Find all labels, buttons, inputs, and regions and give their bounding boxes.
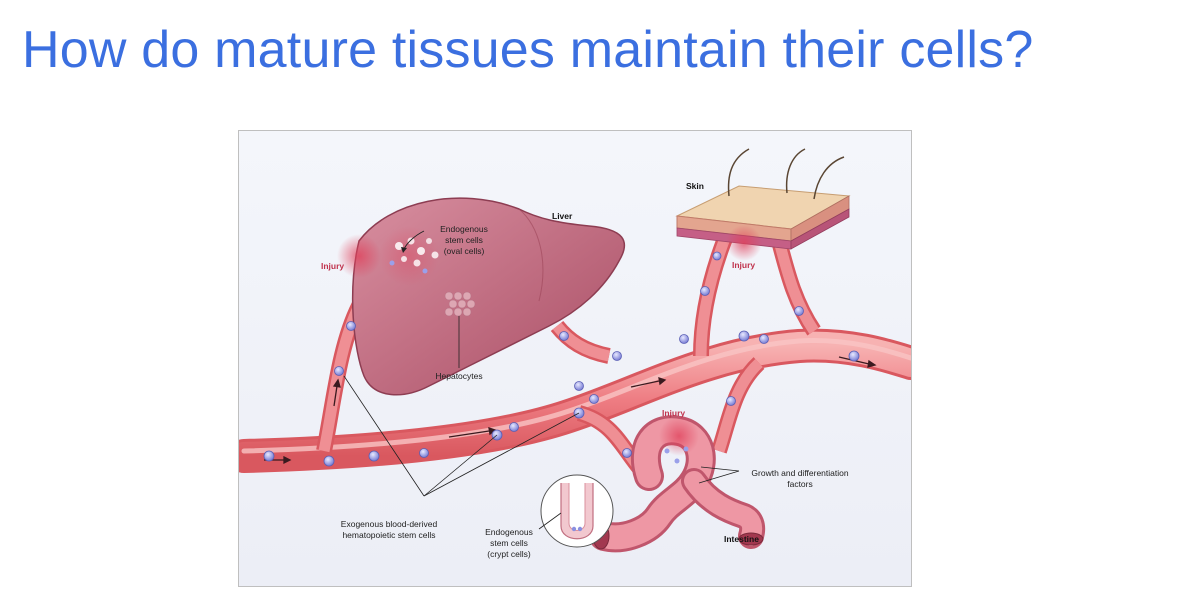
- label-intestine: Intestine: [724, 534, 759, 544]
- label-growth-line1: Growth and differentiation: [751, 468, 848, 478]
- label-skin: Skin: [686, 181, 704, 191]
- label-injury-liver: Injury: [321, 261, 344, 271]
- hepatocytes-cluster: [444, 291, 476, 317]
- label-crypt-line3: (crypt cells): [487, 549, 531, 559]
- label-oval-line3: (oval cells): [444, 246, 485, 256]
- skin: [675, 148, 851, 261]
- label-crypt-line1: Endogenous: [485, 527, 533, 537]
- liver-injury-glow: [337, 234, 381, 278]
- label-hepatocytes: Hepatocytes: [435, 371, 482, 381]
- diagram-canvas: Liver Skin Intestine Injury Injury Injur…: [239, 148, 911, 559]
- label-growth-line2: factors: [787, 479, 813, 489]
- leader-lines: [343, 316, 740, 530]
- label-crypt-line2: stem cells: [490, 538, 528, 548]
- oval-cells-cluster: [389, 237, 439, 274]
- label-oval-line2: stem cells: [445, 235, 483, 245]
- label-exogenous-line1: Exogenous blood-derived: [341, 519, 438, 529]
- label-oval-line1: Endogenous: [440, 224, 488, 234]
- label-injury-intestine: Injury: [662, 408, 685, 418]
- label-liver: Liver: [552, 211, 573, 221]
- main-blood-vessel: [239, 328, 911, 473]
- tissue-regeneration-diagram: Liver Skin Intestine Injury Injury Injur…: [238, 130, 912, 587]
- label-injury-skin: Injury: [732, 260, 755, 270]
- liver: [351, 197, 626, 396]
- slide-title: How do mature tissues maintain their cel…: [22, 21, 1034, 79]
- label-exogenous-line2: hematopoietic stem cells: [342, 530, 435, 540]
- oval-cells-arrow: [403, 230, 425, 250]
- crypt-inset: [540, 474, 614, 548]
